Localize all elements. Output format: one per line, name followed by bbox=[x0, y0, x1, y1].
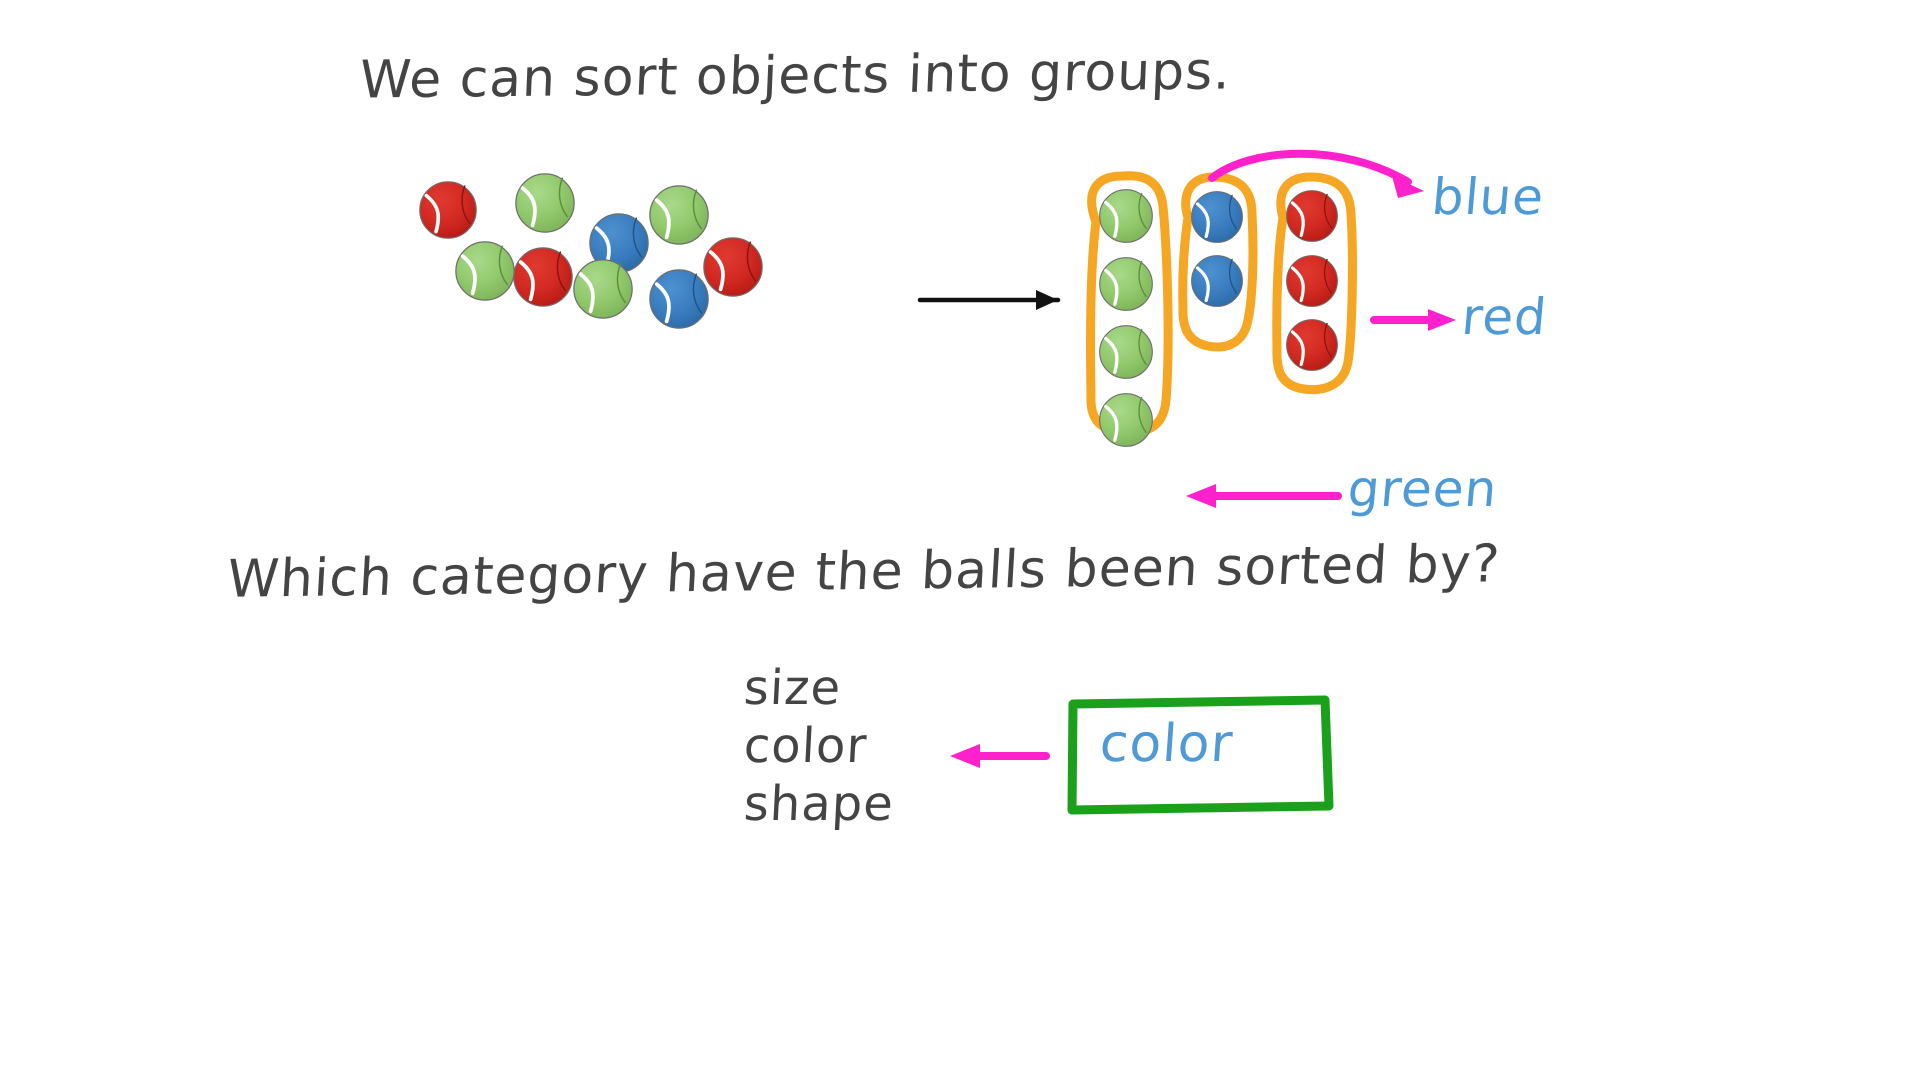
ball-red bbox=[513, 247, 573, 307]
ball-green bbox=[573, 259, 633, 319]
unsorted-ball-group bbox=[419, 173, 763, 329]
ball-green bbox=[1099, 325, 1153, 379]
ball-green bbox=[649, 185, 709, 245]
sorted-column-red bbox=[1286, 190, 1338, 371]
ball-red bbox=[1286, 190, 1338, 242]
ball-red bbox=[703, 237, 763, 297]
group-label-green: green bbox=[1345, 460, 1500, 518]
ball-blue bbox=[589, 213, 649, 273]
group-outline-green bbox=[1086, 171, 1173, 437]
ball-blue bbox=[649, 269, 709, 329]
callout-arrow-green bbox=[1186, 484, 1342, 508]
ball-green bbox=[1099, 257, 1153, 311]
answer-arrow bbox=[950, 744, 1050, 768]
ball-green bbox=[1099, 393, 1153, 447]
transform-arrow-icon bbox=[917, 290, 1061, 310]
ball-blue bbox=[1191, 191, 1243, 243]
ball-red bbox=[419, 181, 477, 239]
question-prompt: Which category have the balls been sorte… bbox=[225, 534, 1502, 610]
answer-value: color bbox=[1097, 714, 1236, 774]
ball-green bbox=[1099, 189, 1153, 243]
page-title: We can sort objects into groups. bbox=[358, 41, 1233, 111]
answer-option-color[interactable]: color bbox=[742, 718, 869, 774]
answer-option-shape[interactable]: shape bbox=[742, 776, 896, 832]
ball-green bbox=[455, 241, 515, 301]
sorted-column-green bbox=[1099, 189, 1153, 447]
group-label-red: red bbox=[1459, 288, 1550, 346]
ball-red bbox=[1286, 319, 1338, 371]
answer-option-size[interactable]: size bbox=[742, 660, 843, 716]
group-outline-red bbox=[1272, 172, 1357, 395]
sorted-column-blue bbox=[1191, 191, 1243, 307]
ball-red bbox=[1286, 255, 1338, 307]
group-outline-blue bbox=[1178, 172, 1258, 352]
ball-blue bbox=[1191, 255, 1243, 307]
callout-arrow-blue bbox=[1208, 149, 1424, 198]
callout-arrow-red bbox=[1370, 309, 1456, 331]
ball-green bbox=[515, 173, 575, 233]
group-label-blue: blue bbox=[1429, 168, 1547, 226]
